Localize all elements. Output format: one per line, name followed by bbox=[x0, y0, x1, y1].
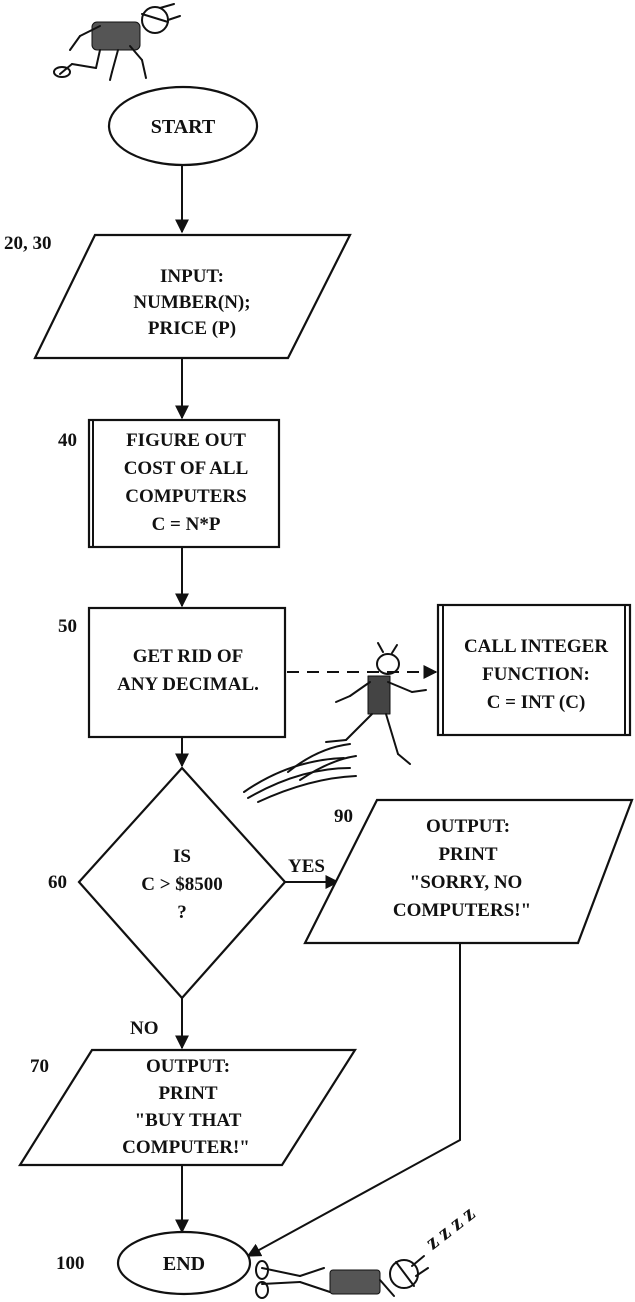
output-sorry-step-number: 90 bbox=[334, 806, 353, 827]
decision-line-1: IS bbox=[173, 846, 191, 867]
no-label: NO bbox=[130, 1018, 159, 1039]
decision-diamond[interactable]: 60 IS C > $8500 ? bbox=[48, 768, 285, 998]
figure-cost-line-4: C = N*P bbox=[152, 514, 221, 535]
get-rid-process[interactable]: 50 GET RID OF ANY DECIMAL. bbox=[58, 608, 285, 737]
yes-label: YES bbox=[288, 856, 325, 877]
output-buy-line-1: OUTPUT: bbox=[146, 1056, 230, 1077]
snore-text: z z z z bbox=[420, 1200, 479, 1254]
get-rid-step-number: 50 bbox=[58, 616, 77, 637]
output-buy-line-4: COMPUTER!" bbox=[122, 1137, 250, 1158]
output-sorry-line-1: OUTPUT: bbox=[426, 816, 510, 837]
input-line-3: PRICE (P) bbox=[148, 318, 236, 339]
figure-cost-line-3: COMPUTERS bbox=[125, 486, 246, 507]
output-buy-line-3: "BUY THAT bbox=[135, 1110, 242, 1131]
call-integer-line-2: FUNCTION: bbox=[482, 664, 590, 685]
get-rid-line-1: GET RID OF bbox=[133, 646, 244, 667]
call-integer-process[interactable]: CALL INTEGER FUNCTION: C = INT (C) bbox=[438, 605, 630, 735]
decision-line-2: C > $8500 bbox=[141, 874, 223, 895]
call-integer-line-3: C = INT (C) bbox=[487, 692, 586, 713]
start-terminal[interactable]: START bbox=[109, 87, 257, 165]
input-step-number: 20, 30 bbox=[4, 233, 52, 254]
input-parallelogram[interactable]: 20, 30 INPUT: NUMBER(N); PRICE (P) bbox=[4, 233, 350, 358]
input-line-2: NUMBER(N); bbox=[133, 292, 250, 313]
input-line-1: INPUT: bbox=[160, 266, 224, 287]
end-terminal[interactable]: 100 END bbox=[56, 1232, 250, 1294]
output-sorry-parallelogram[interactable]: 90 OUTPUT: PRINT "SORRY, NO COMPUTERS!" bbox=[305, 800, 632, 943]
get-rid-line-2: ANY DECIMAL. bbox=[117, 674, 259, 695]
end-step-number: 100 bbox=[56, 1253, 85, 1274]
output-buy-step-number: 70 bbox=[30, 1056, 49, 1077]
sleeping-robot-icon bbox=[256, 1256, 428, 1298]
output-sorry-line-2: PRINT bbox=[438, 844, 497, 865]
figure-cost-line-1: FIGURE OUT bbox=[126, 430, 246, 451]
output-sorry-line-3: "SORRY, NO bbox=[410, 872, 523, 893]
output-buy-parallelogram[interactable]: 70 OUTPUT: PRINT "BUY THAT COMPUTER!" bbox=[20, 1050, 355, 1165]
figure-cost-step-number: 40 bbox=[58, 430, 77, 451]
decision-step-number: 60 bbox=[48, 872, 67, 893]
end-text: END bbox=[163, 1253, 205, 1275]
figure-cost-line-2: COST OF ALL bbox=[124, 458, 249, 479]
decision-line-3: ? bbox=[177, 902, 187, 923]
output-buy-line-2: PRINT bbox=[158, 1083, 217, 1104]
call-integer-line-1: CALL INTEGER bbox=[464, 636, 608, 657]
crouching-robot-icon bbox=[54, 4, 180, 80]
output-sorry-line-4: COMPUTERS!" bbox=[393, 900, 531, 921]
figure-cost-process[interactable]: 40 FIGURE OUT COST OF ALL COMPUTERS C = … bbox=[58, 420, 279, 547]
start-text: START bbox=[151, 116, 216, 138]
